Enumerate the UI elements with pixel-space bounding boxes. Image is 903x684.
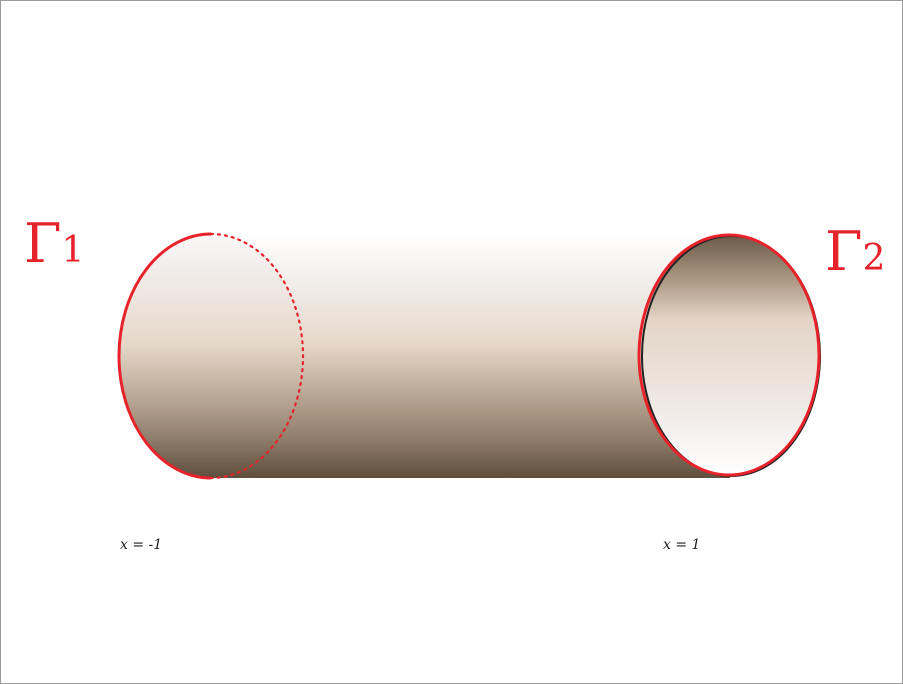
x-left-label: x = -1 <box>120 537 162 553</box>
gamma-2-label: Γ2 <box>825 220 885 283</box>
left-cap-face <box>119 234 303 478</box>
right-boundary <box>637 233 821 477</box>
right-opening-interior <box>639 235 819 475</box>
gamma-1-label: Γ1 <box>24 212 84 275</box>
left-boundary-back <box>209 232 305 480</box>
x-right-label: x = 1 <box>663 537 700 553</box>
left-boundary-front <box>117 232 212 480</box>
